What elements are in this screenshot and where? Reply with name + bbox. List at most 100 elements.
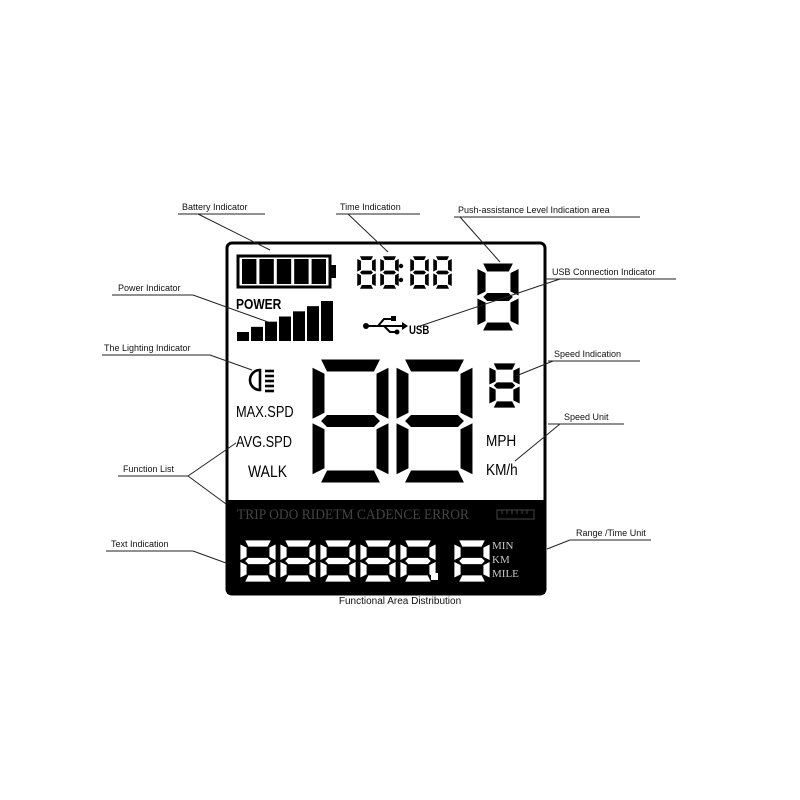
mph-label: MPH	[486, 433, 517, 450]
digit-segment	[435, 270, 450, 275]
digit-segment	[405, 557, 431, 565]
digit-segment	[489, 367, 496, 385]
digit-segment	[448, 273, 452, 287]
digit-segment	[410, 273, 414, 287]
power-bar	[279, 316, 291, 341]
digit-segment	[376, 423, 389, 475]
digit-segment	[493, 401, 516, 408]
digit-segment	[510, 268, 519, 296]
unit-min: MIN	[492, 540, 514, 552]
callout-push-assist: Push-assistance Level Indication area	[458, 205, 610, 215]
digit-segment	[477, 298, 486, 326]
avg-spd-label: AVG.SPD	[236, 434, 292, 451]
unit-km: KM	[492, 554, 510, 566]
digit-segment	[245, 575, 271, 582]
digit-segment	[321, 415, 380, 427]
digit-segment	[389, 544, 396, 560]
diagram-caption: Functional Area Distribution	[338, 596, 462, 607]
text-display	[240, 540, 490, 582]
battery-segment	[276, 259, 292, 284]
digit-segment	[365, 540, 391, 547]
digit-segment	[412, 256, 427, 260]
power-bar	[265, 321, 277, 341]
digit-segment	[448, 258, 452, 272]
digit-segment	[376, 367, 389, 419]
digit-segment	[380, 258, 384, 272]
digit-segment	[483, 292, 513, 302]
assist-level-digit	[477, 263, 519, 331]
digit-segment	[483, 263, 513, 272]
digit-segment	[325, 575, 351, 582]
callout-range-time-unit: Range /Time Unit	[576, 528, 646, 538]
digit-segment	[320, 562, 327, 578]
time-colon-top	[398, 263, 404, 269]
battery-segment	[242, 259, 257, 284]
digit-segment	[365, 575, 391, 582]
digit-segment	[454, 544, 461, 560]
digit-segment	[405, 540, 431, 547]
digit-segment	[513, 386, 520, 404]
usb-icon	[363, 316, 408, 335]
digit-segment	[280, 562, 287, 578]
battery-segment	[294, 259, 309, 284]
digit-segment	[405, 359, 464, 372]
digit-segment	[382, 285, 397, 289]
digit-segment	[493, 382, 516, 389]
digit-segment	[382, 270, 397, 275]
digit-segment	[405, 575, 431, 582]
battery-segments	[242, 259, 326, 284]
callout-lighting-indicator: The Lighting Indicator	[104, 343, 191, 353]
digit-segment	[489, 386, 496, 404]
speed-display	[312, 359, 473, 483]
digit-segment	[269, 562, 276, 578]
headlight-icon	[248, 368, 274, 393]
digit-segment	[245, 557, 271, 565]
digit-segment	[395, 273, 399, 287]
digit-segment	[435, 285, 450, 289]
callout-battery-indicator: Battery Indicator	[182, 202, 248, 212]
digit-segment	[459, 557, 485, 565]
walk-label: WALK	[248, 462, 287, 481]
digit-segment	[360, 562, 367, 578]
speed-decimal-digit	[489, 363, 520, 408]
time-display	[357, 256, 452, 289]
digit-segment	[459, 540, 485, 547]
callout-time-indication: Time Indication	[340, 202, 401, 212]
digit-segment	[460, 423, 473, 475]
digit-segment	[359, 256, 374, 260]
callout-function-list: Function List	[123, 464, 175, 474]
digit-segment	[349, 562, 356, 578]
digit-segment	[372, 258, 376, 272]
digit-segment	[454, 562, 461, 578]
digit-segment	[435, 256, 450, 260]
battery-segment	[259, 259, 274, 284]
digit-segment	[380, 273, 384, 287]
max-spd-label: MAX.SPD	[236, 404, 294, 421]
digit-segment	[483, 322, 513, 331]
digit-segment	[320, 544, 327, 560]
digit-segment	[405, 470, 464, 483]
function-bar: TRIP ODO RIDETM CADENCE ERROR	[237, 507, 470, 523]
digit-segment	[321, 359, 380, 372]
digit-segment	[365, 557, 391, 565]
digit-segment	[240, 562, 247, 578]
callout-power-indicator: Power Indicator	[118, 283, 181, 293]
digit-segment	[285, 575, 311, 582]
callout-text-indication: Text Indication	[111, 539, 169, 549]
digit-segment	[410, 258, 414, 272]
digit-segment	[245, 540, 271, 547]
digit-segment	[389, 562, 396, 578]
digit-segment	[433, 273, 437, 287]
digit-segment	[285, 540, 311, 547]
digit-segment	[359, 285, 374, 289]
ruler-icon	[496, 509, 535, 520]
digit-segment	[412, 285, 427, 289]
digit-segment	[325, 557, 351, 565]
digit-segment	[412, 270, 427, 275]
power-bar	[321, 301, 333, 341]
digit-segment	[493, 363, 516, 370]
digit-segment	[396, 423, 409, 475]
callout-speed-indication: Speed Indication	[554, 349, 622, 359]
